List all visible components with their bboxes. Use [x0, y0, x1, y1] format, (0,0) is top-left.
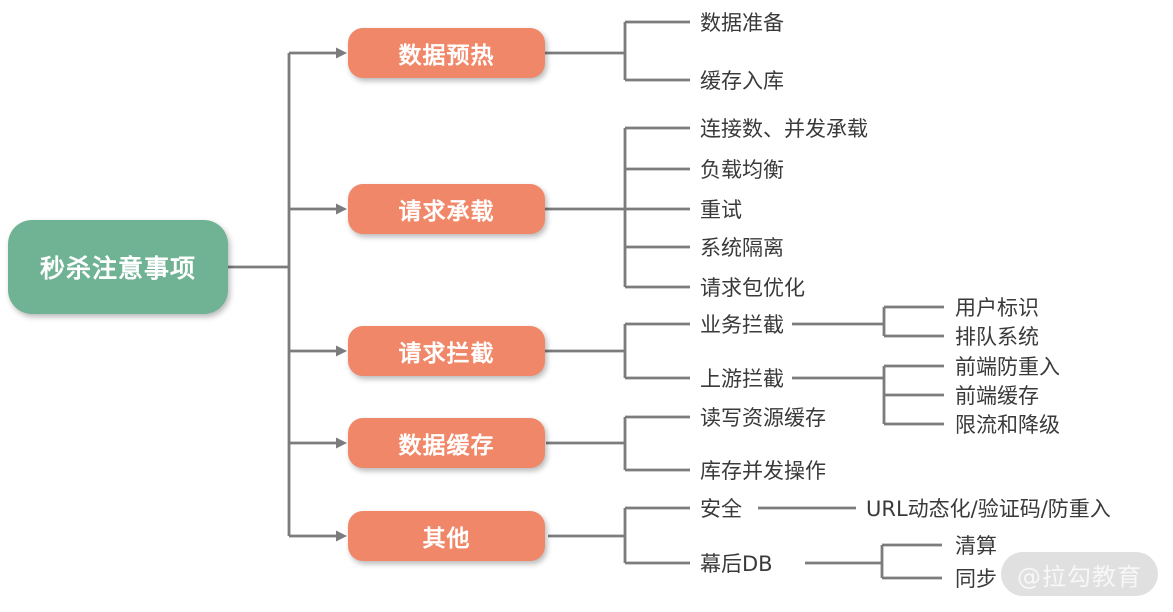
branch-node-data-preheat: 数据预热: [348, 28, 545, 78]
leaf-request-packet-optimize: 请求包优化: [700, 276, 805, 300]
branch-node-other: 其他: [348, 511, 545, 561]
leaf-ratelimit-degrade: 限流和降级: [955, 413, 1060, 437]
leaf-data-prepare: 数据准备: [700, 11, 784, 35]
leaf-user-identity: 用户标识: [955, 296, 1039, 320]
leaf-upstream-intercept: 上游拦截: [700, 367, 784, 391]
watermark-badge: @拉勾教育: [1001, 552, 1158, 596]
arrowhead-icon: [336, 47, 347, 542]
branch-node-request-intercept: 请求拦截: [348, 326, 545, 376]
root-node: 秒杀注意事项: [8, 220, 228, 314]
leaf-settlement: 清算: [955, 534, 997, 558]
leaf-load-balance: 负载均衡: [700, 158, 784, 182]
leaf-business-intercept: 业务拦截: [700, 313, 784, 337]
leaf-cache-load: 缓存入库: [700, 69, 784, 93]
leaf-retry: 重试: [700, 198, 742, 222]
leaf-backstage-db: 幕后DB: [700, 552, 773, 576]
leaf-stock-concurrency: 库存并发操作: [700, 459, 826, 483]
leaf-sync: 同步: [955, 567, 997, 591]
leaf-url-dynamic-captcha: URL动态化/验证码/防重入: [866, 497, 1111, 521]
leaf-connections-concurrency: 连接数、并发承载: [700, 117, 868, 141]
leaf-frontend-anti-reentry: 前端防重入: [955, 355, 1060, 379]
leaf-rw-resource-cache: 读写资源缓存: [700, 406, 826, 430]
leaf-frontend-cache: 前端缓存: [955, 384, 1039, 408]
leaf-queue-system: 排队系统: [955, 325, 1039, 349]
branch-node-data-cache: 数据缓存: [348, 418, 545, 468]
leaf-security: 安全: [700, 497, 742, 521]
leaf-system-isolation: 系统隔离: [700, 236, 784, 260]
branch-node-request-capacity: 请求承载: [348, 184, 545, 234]
